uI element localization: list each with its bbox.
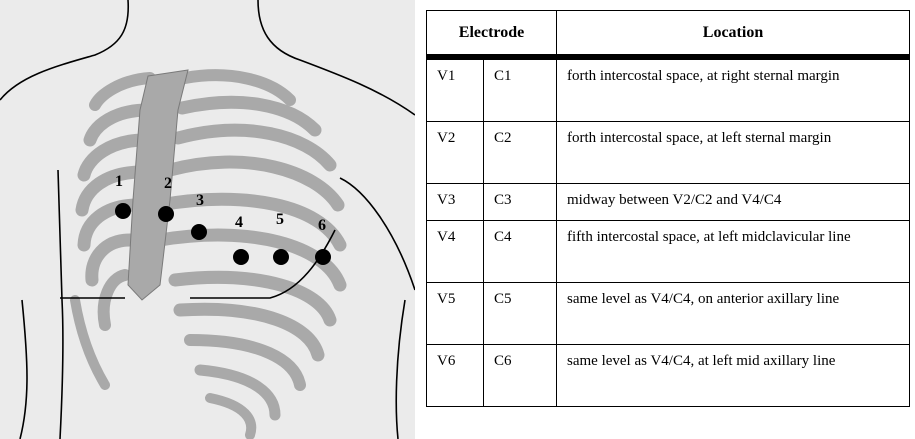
- electrode-label-1: 1: [115, 173, 123, 190]
- table-row: V3 C3 midway between V2/C2 and V4/C4: [427, 184, 910, 221]
- v-electrode-cell: V6: [427, 345, 484, 407]
- v-electrode-cell: V5: [427, 283, 484, 345]
- table-row: V4 C4 fifth intercostal space, at left m…: [427, 221, 910, 283]
- v-electrode-cell: V4: [427, 221, 484, 283]
- c-electrode-cell: C6: [484, 345, 557, 407]
- location-cell: fifth intercostal space, at left midclav…: [557, 221, 910, 283]
- electrode-label-6: 6: [318, 217, 326, 234]
- location-cell: forth intercostal space, at left sternal…: [557, 122, 910, 184]
- electrode-label-2: 2: [164, 175, 172, 192]
- electrode-label-4: 4: [235, 214, 243, 231]
- electrode-dot-3: [191, 224, 207, 240]
- header-location: Location: [557, 11, 910, 58]
- v-electrode-cell: V2: [427, 122, 484, 184]
- electrode-dot-5: [273, 249, 289, 265]
- electrode-label-3: 3: [196, 192, 204, 209]
- electrode-dot-4: [233, 249, 249, 265]
- table-row: V2 C2 forth intercostal space, at left s…: [427, 122, 910, 184]
- table-row: V6 C6 same level as V4/C4, at left mid a…: [427, 345, 910, 407]
- location-cell: midway between V2/C2 and V4/C4: [557, 184, 910, 221]
- location-cell: same level as V4/C4, on anterior axillar…: [557, 283, 910, 345]
- table-row: V5 C5 same level as V4/C4, on anterior a…: [427, 283, 910, 345]
- c-electrode-cell: C5: [484, 283, 557, 345]
- v-electrode-cell: V1: [427, 57, 484, 122]
- c-electrode-cell: C4: [484, 221, 557, 283]
- header-electrode: Electrode: [427, 11, 557, 58]
- electrode-location-table: Electrode Location V1 C1 forth intercost…: [426, 10, 910, 407]
- table-header-row: Electrode Location: [427, 11, 910, 58]
- c-electrode-cell: C1: [484, 57, 557, 122]
- chest-electrode-figure: 1 2 3 4 5 6: [0, 0, 415, 439]
- v-electrode-cell: V3: [427, 184, 484, 221]
- electrode-dot-2: [158, 206, 174, 222]
- table-row: V1 C1 forth intercostal space, at right …: [427, 57, 910, 122]
- electrode-label-5: 5: [276, 211, 284, 228]
- chest-illustration: 1 2 3 4 5 6: [0, 0, 415, 439]
- c-electrode-cell: C2: [484, 122, 557, 184]
- electrode-dot-6: [315, 249, 331, 265]
- location-cell: same level as V4/C4, at left mid axillar…: [557, 345, 910, 407]
- electrode-dot-1: [115, 203, 131, 219]
- c-electrode-cell: C3: [484, 184, 557, 221]
- location-cell: forth intercostal space, at right sterna…: [557, 57, 910, 122]
